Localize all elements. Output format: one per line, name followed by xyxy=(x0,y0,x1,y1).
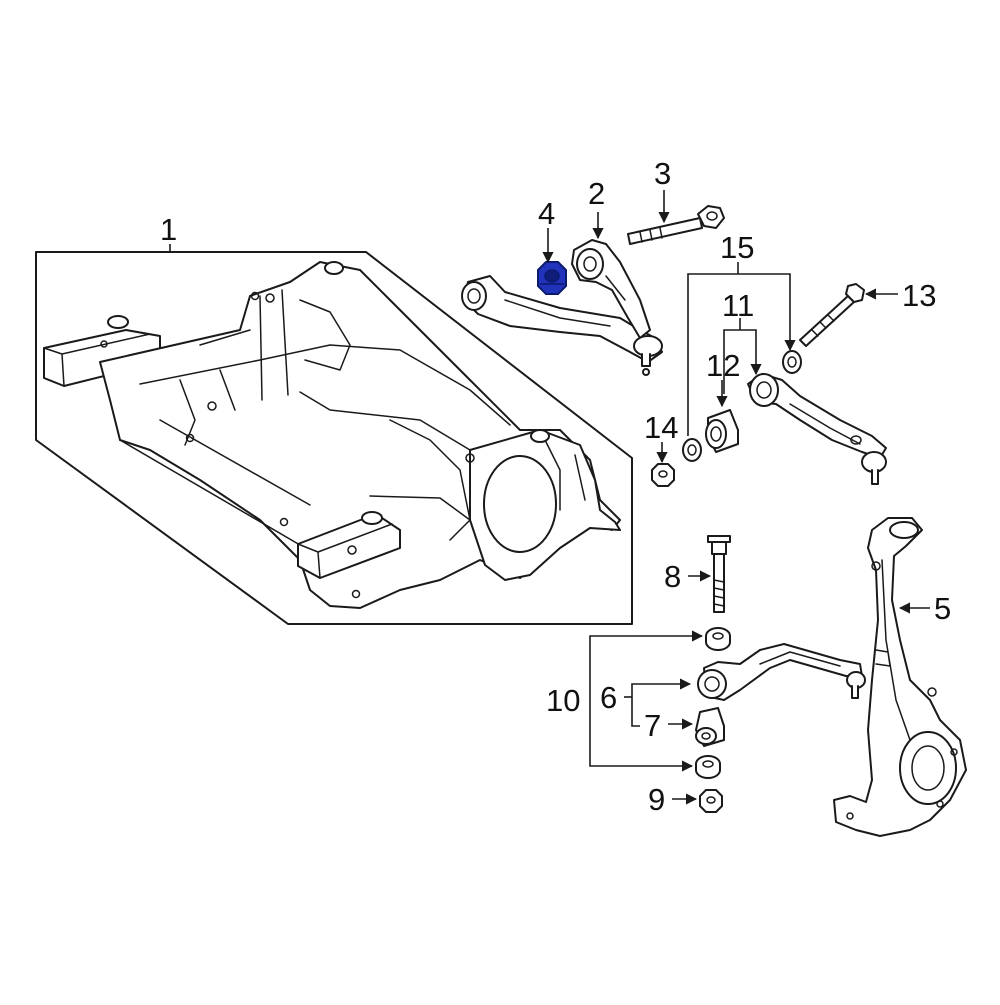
callout-13: 13 xyxy=(902,278,936,313)
callout-5: 5 xyxy=(934,591,951,626)
callout-11: 11 xyxy=(722,288,754,323)
callout-6: 6 xyxy=(600,680,617,715)
callout-9: 9 xyxy=(648,782,665,817)
callout-14: 14 xyxy=(644,410,678,445)
part-9-nut[interactable] xyxy=(699,789,723,813)
part-11-lower-link-arm[interactable] xyxy=(747,373,887,485)
part-12-bushing[interactable] xyxy=(705,409,739,453)
part-4-nut-highlighted[interactable] xyxy=(537,261,567,295)
callout-15: 15 xyxy=(720,230,754,265)
part-2-upper-control-arm[interactable] xyxy=(461,239,663,376)
callout-2: 2 xyxy=(588,176,605,211)
leader-lines xyxy=(169,190,930,805)
part-13-bolt[interactable] xyxy=(799,283,865,347)
part-5-steering-knuckle[interactable] xyxy=(833,517,967,837)
callout-1: 1 xyxy=(160,212,177,247)
callout-12: 12 xyxy=(706,348,740,383)
part-15-washers[interactable] xyxy=(682,350,802,462)
part-1-subframe[interactable] xyxy=(35,251,633,625)
part-3-bolt[interactable] xyxy=(627,205,725,245)
part-8-bolt[interactable] xyxy=(707,535,731,613)
callout-7: 7 xyxy=(644,708,661,743)
callout-10: 10 xyxy=(546,683,580,718)
part-6-lower-control-arm[interactable] xyxy=(697,643,866,701)
callout-3: 3 xyxy=(654,156,671,191)
callout-labels: 1 2 3 4 5 6 7 8 9 10 11 12 13 14 15 xyxy=(160,156,951,817)
callout-4: 4 xyxy=(538,196,555,231)
part-7-bushing[interactable] xyxy=(695,707,725,747)
part-10-washers[interactable] xyxy=(695,627,731,779)
part-14-nut[interactable] xyxy=(651,463,675,487)
callout-8: 8 xyxy=(664,559,681,594)
